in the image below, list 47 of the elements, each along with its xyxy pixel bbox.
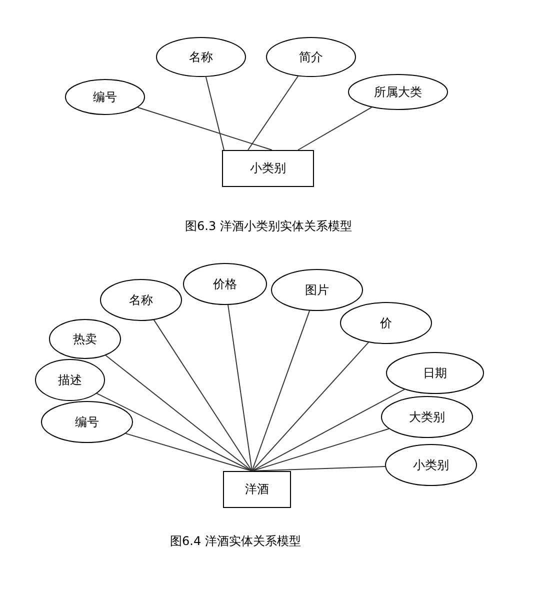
attribute-name: 简介 <box>299 48 323 66</box>
connector-line <box>252 342 369 472</box>
figure-caption: 图6.4 洋酒实体关系模型 <box>170 533 301 550</box>
attribute-name: 洋酒 <box>245 480 269 498</box>
attribute-name: 编号 <box>75 414 99 430</box>
connector-line <box>252 428 390 472</box>
attribute-ellipse <box>381 396 473 438</box>
connector-line <box>153 319 252 472</box>
attribute-ellipse <box>340 302 432 344</box>
attribute-name: 价 <box>380 314 392 332</box>
attribute-ellipse <box>156 37 246 77</box>
attribute-name: 小类别 <box>413 456 449 474</box>
attribute-ellipse <box>183 263 267 305</box>
connector-line <box>125 432 252 472</box>
connector-line <box>105 354 252 472</box>
attribute-ellipse <box>271 269 363 311</box>
connector-line <box>252 388 405 472</box>
connector-line <box>252 310 310 472</box>
attribute-ellipse <box>100 279 182 321</box>
connector-line <box>96 392 252 472</box>
attribute-ellipse <box>35 359 105 401</box>
connector-line <box>205 76 224 150</box>
entity-box <box>223 470 291 508</box>
entity-box <box>222 150 314 186</box>
attribute-ellipse <box>385 444 477 486</box>
attribute-name: 热卖 <box>73 330 97 348</box>
attribute-ellipse <box>386 352 484 394</box>
attribute-name: 价格 <box>213 276 237 292</box>
figure-caption: 图6.3 洋酒小类别实体关系模型 <box>185 218 352 235</box>
attribute-ellipse <box>41 401 133 443</box>
connector-line <box>228 304 252 472</box>
attribute-name: 名称 <box>129 292 153 308</box>
attribute-ellipse <box>65 79 145 115</box>
connector-line <box>248 76 299 150</box>
attribute-name: 所属大类 <box>374 84 422 100</box>
attribute-name: 描述 <box>58 372 82 388</box>
attribute-name: 编号 <box>93 88 117 106</box>
attribute-name: 大类别 <box>409 408 445 426</box>
connector-line <box>298 106 372 150</box>
attribute-name: 小类别 <box>250 160 286 176</box>
attribute-name: 名称 <box>189 48 213 66</box>
attribute-ellipse <box>348 74 448 110</box>
attribute-name: 日期 <box>423 364 447 382</box>
connector-line <box>137 106 272 150</box>
attribute-ellipse <box>49 319 121 359</box>
attribute-ellipse <box>266 37 356 77</box>
attribute-name: 图片 <box>305 282 329 298</box>
